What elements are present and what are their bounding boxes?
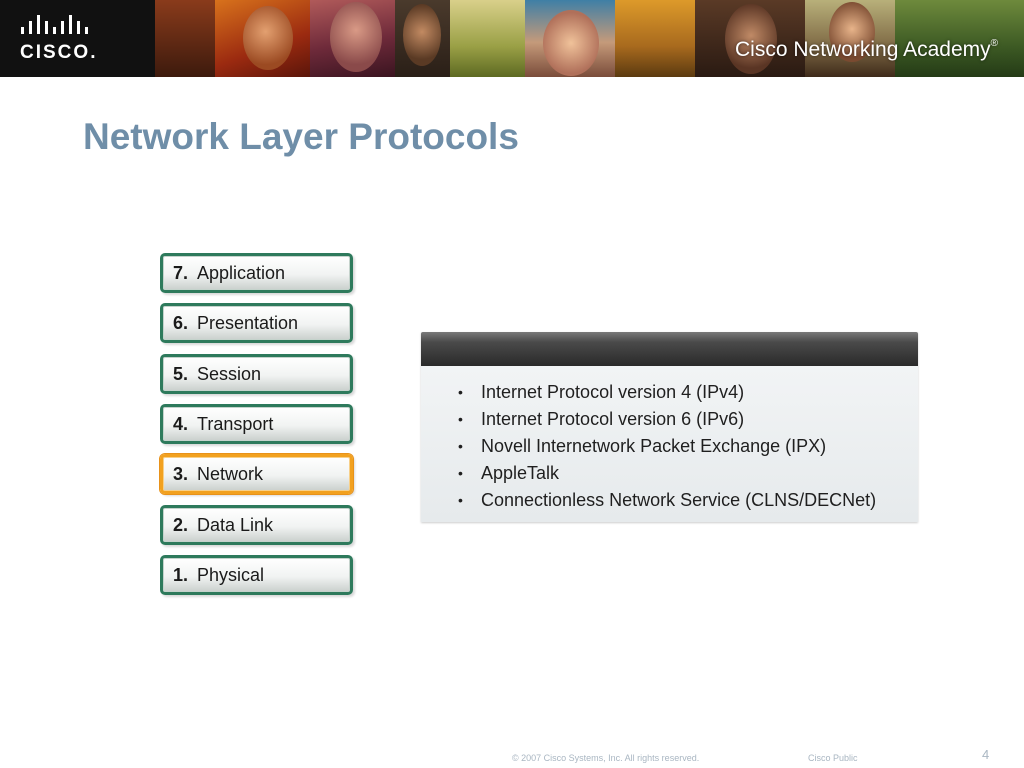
- list-item: • Internet Protocol version 6 (IPv6): [458, 406, 918, 433]
- footer-copyright: © 2007 Cisco Systems, Inc. All rights re…: [512, 753, 700, 763]
- list-item: • AppleTalk: [458, 460, 918, 487]
- list-item: • Novell Internetwork Packet Exchange (I…: [458, 433, 918, 460]
- protocol-name: Internet Protocol version 6 (IPv6): [481, 409, 745, 429]
- osi-layer-name: Physical: [197, 564, 265, 585]
- osi-layer-number: 3.: [173, 463, 189, 484]
- banner-photo: [215, 0, 310, 77]
- page-number: 4: [982, 747, 990, 762]
- list-item: • Connectionless Network Service (CLNS/D…: [458, 487, 918, 514]
- osi-layer-number: 4.: [173, 413, 189, 434]
- list-item: • Internet Protocol version 4 (IPv4): [458, 379, 918, 406]
- networking-academy-logo: Cisco Networking Academy®: [735, 38, 998, 61]
- osi-layer-name: Application: [197, 262, 286, 283]
- network-protocols-panel: • Internet Protocol version 4 (IPv4) • I…: [421, 332, 918, 522]
- osi-layer-name: Data Link: [197, 514, 274, 535]
- banner-photo: [695, 0, 805, 77]
- banner-photo: [395, 0, 450, 77]
- bullet-icon: •: [458, 438, 463, 454]
- banner-photo: [615, 0, 695, 77]
- osi-layer-presentation: 6. Presentation: [160, 303, 353, 343]
- osi-layer-number: 5.: [173, 363, 189, 384]
- osi-layer-network: 3. Network: [160, 454, 353, 494]
- bullet-icon: •: [458, 492, 463, 508]
- banner-photo: [310, 0, 395, 77]
- banner-photo: [450, 0, 525, 77]
- bullet-icon: •: [458, 411, 463, 427]
- cisco-wordmark: CISCO.: [20, 42, 98, 63]
- slide-title: Network Layer Protocols: [83, 116, 519, 157]
- footer-classification: Cisco Public: [808, 753, 858, 763]
- bullet-icon: •: [458, 465, 463, 481]
- osi-layer-transport: 4. Transport: [160, 404, 353, 444]
- osi-layer-physical: 1. Physical: [160, 555, 353, 595]
- banner-photo: [155, 0, 215, 77]
- protocol-list: • Internet Protocol version 4 (IPv4) • I…: [421, 366, 918, 514]
- cisco-logo: CISCO.: [0, 0, 155, 77]
- osi-layer-name: Presentation: [197, 312, 299, 333]
- osi-layer-name: Network: [197, 463, 264, 484]
- protocol-name: Internet Protocol version 4 (IPv4): [481, 382, 745, 402]
- osi-layer-number: 6.: [173, 312, 189, 333]
- osi-layer-number: 1.: [173, 564, 189, 585]
- protocol-name: AppleTalk: [481, 463, 560, 483]
- osi-layer-name: Transport: [197, 413, 274, 434]
- header-banner: CISCO. Cisco Networking Academy®: [0, 0, 1024, 77]
- banner-photo: [525, 0, 615, 77]
- banner-photo: [895, 0, 1024, 77]
- bullet-icon: •: [458, 384, 463, 400]
- osi-layer-data-link: 2. Data Link: [160, 505, 353, 545]
- osi-layer-session: 5. Session: [160, 354, 353, 394]
- cisco-bars-icon: [21, 15, 88, 34]
- protocol-name: Connectionless Network Service (CLNS/DEC…: [481, 490, 877, 510]
- panel-header: [421, 332, 918, 366]
- osi-layer-name: Session: [197, 363, 262, 384]
- banner-photo-strip: [155, 0, 1024, 77]
- osi-layer-application: 7. Application: [160, 253, 353, 293]
- osi-layer-number: 2.: [173, 514, 189, 535]
- banner-photo: [805, 0, 895, 77]
- osi-layer-number: 7.: [173, 262, 189, 283]
- protocol-name: Novell Internetwork Packet Exchange (IPX…: [481, 436, 827, 456]
